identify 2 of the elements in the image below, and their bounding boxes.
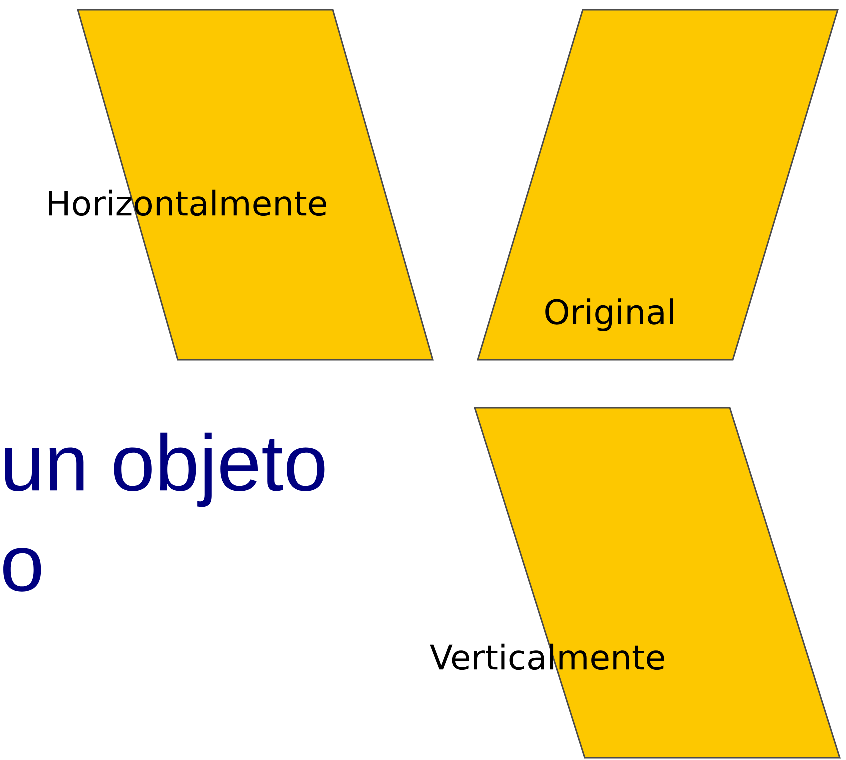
slide-text: un objeto <box>5 432 325 508</box>
slide-text: o <box>4 548 42 592</box>
